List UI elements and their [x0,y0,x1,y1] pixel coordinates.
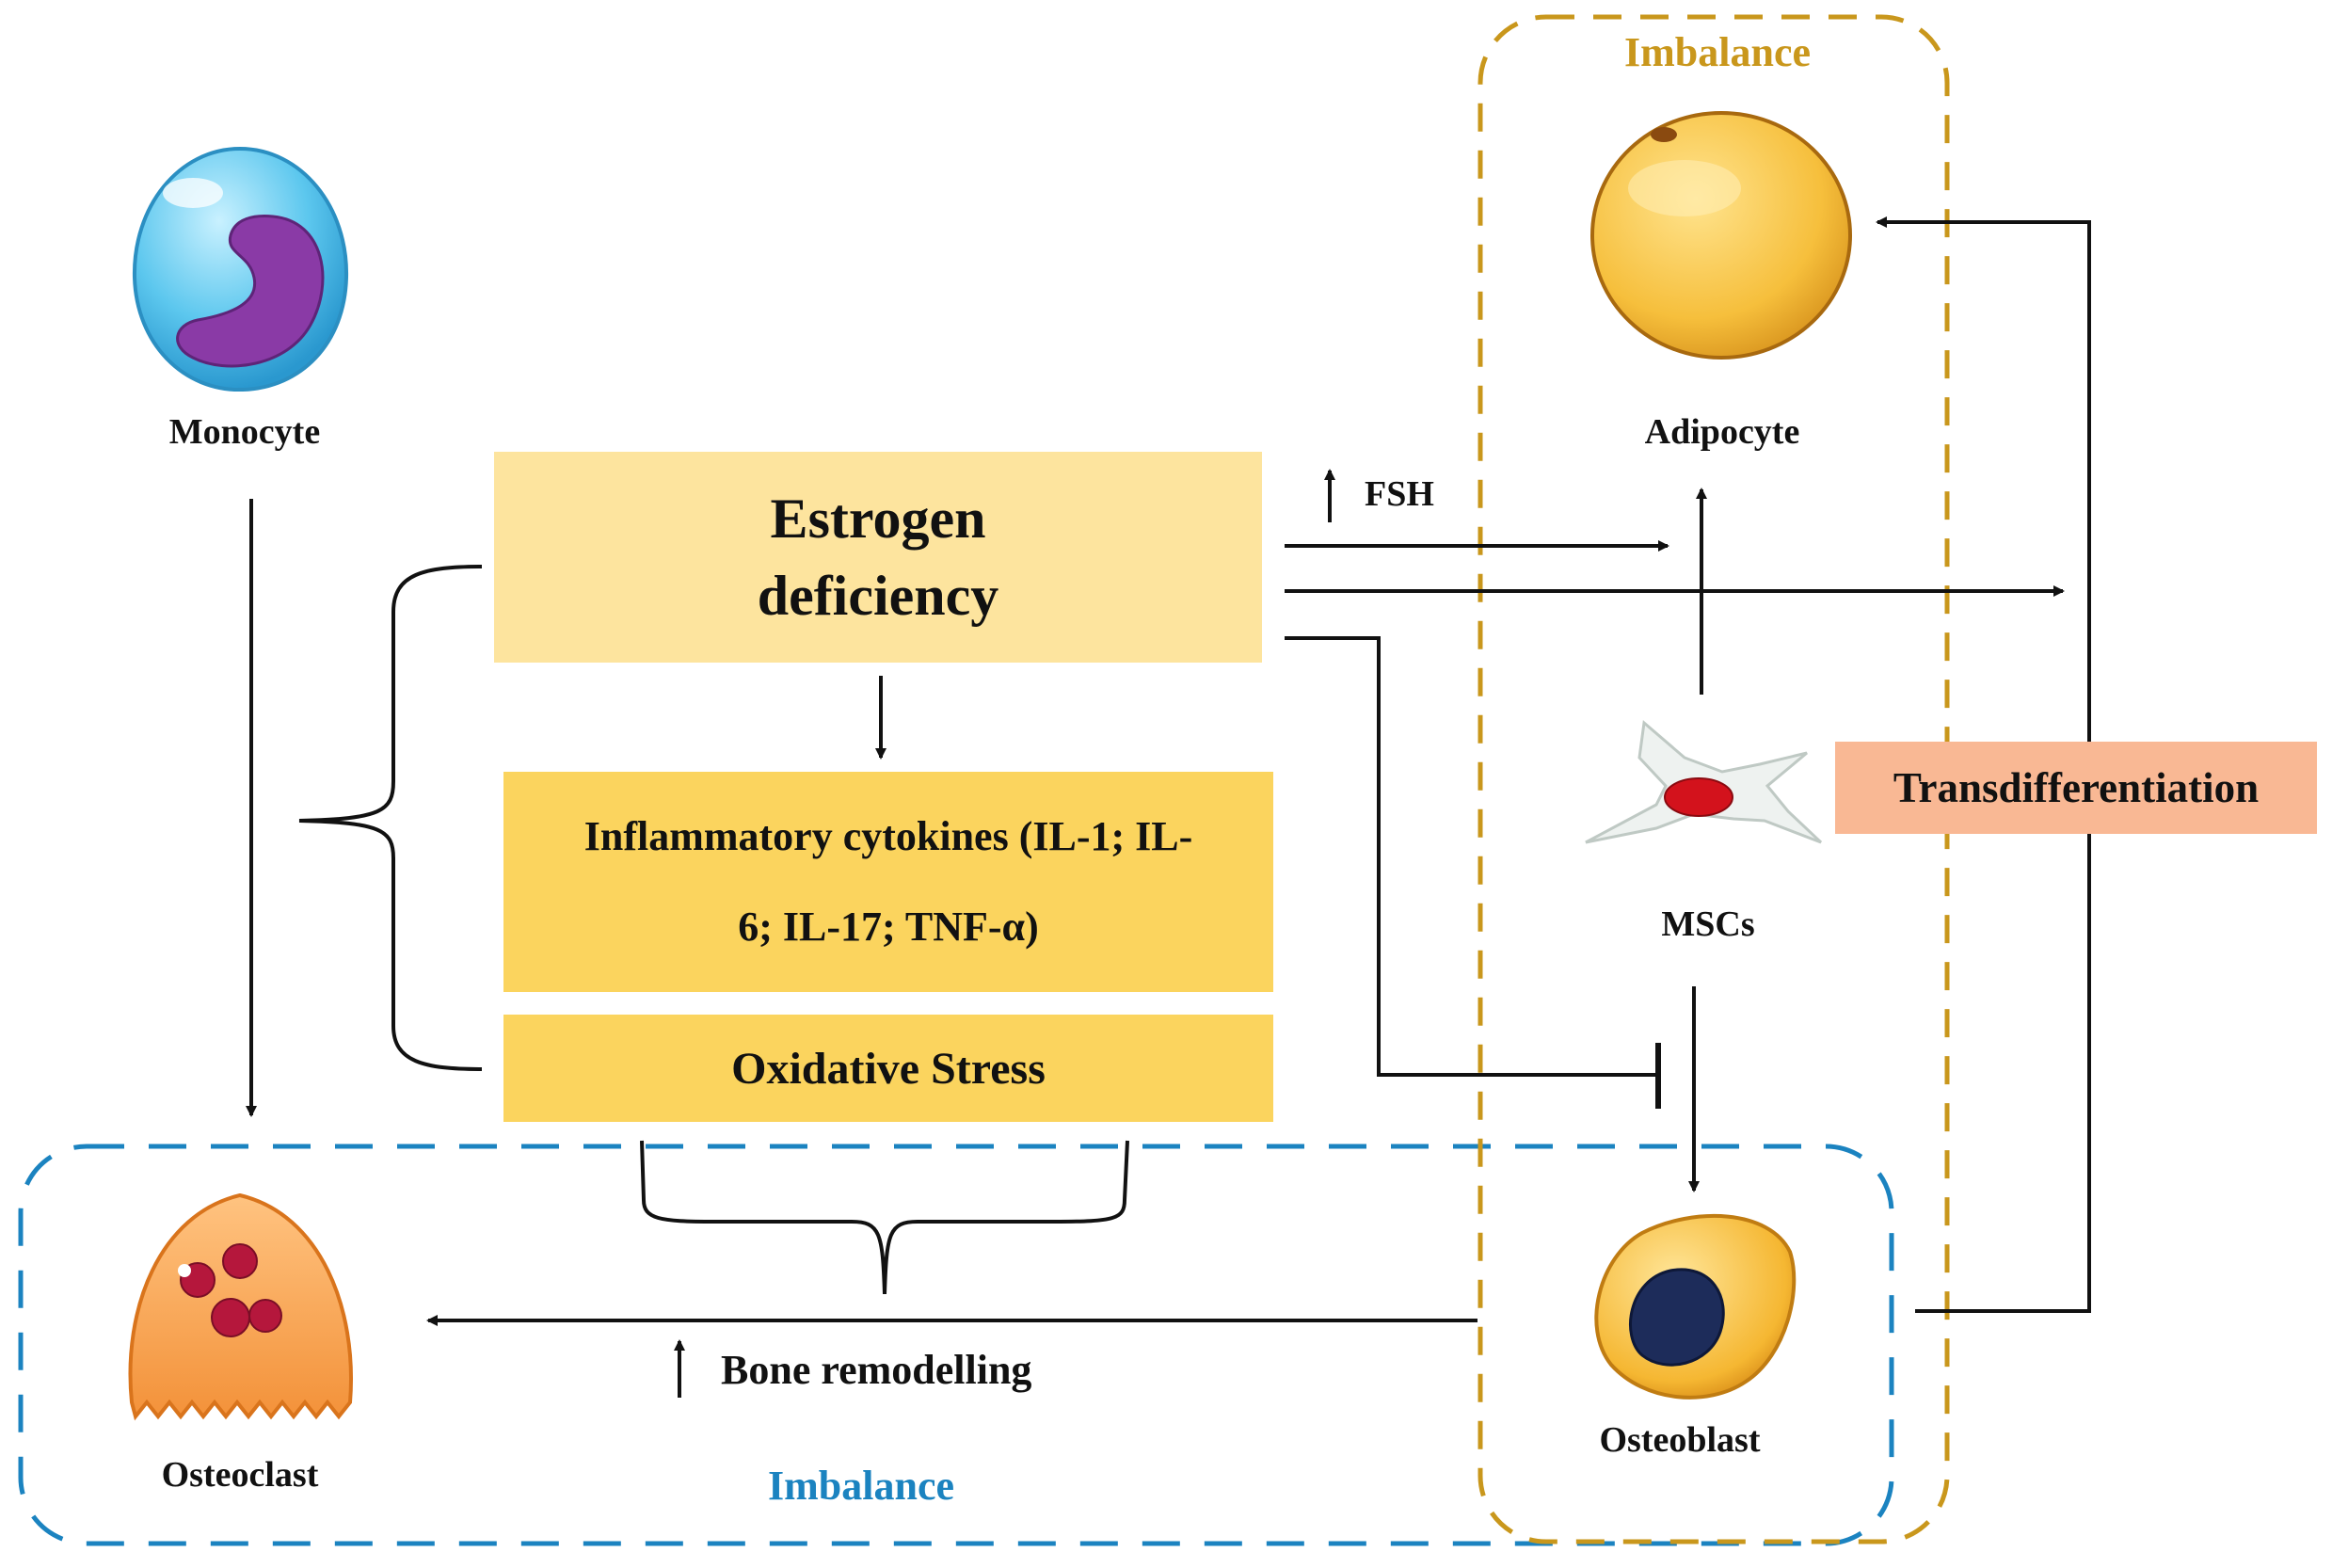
osteoclast-label: Osteoclast [161,1455,319,1495]
monocyte-cell-icon [132,146,349,392]
bottom-brace [640,1140,1129,1295]
cytokines-label-line1: Inflammatory cytokines (IL-1; IL- [583,813,1193,859]
mscs-label: MSCs [1661,904,1755,944]
osteoblast-cell-icon [1594,1213,1797,1400]
estrogen-label-line2: deficiency [757,565,999,627]
monocyte-label: Monocyte [168,412,321,452]
cytokines-label-line2: 6; IL-17; TNF-α) [738,904,1039,950]
inhibition-line-estrogen [1285,636,1658,1077]
imbalance-label-bottom: Imbalance [768,1463,954,1509]
imbalance-region-blue [18,1144,1894,1546]
osteoblast-label: Osteoblast [1599,1420,1761,1460]
oxidative-stress-box: Oxidative Stress [503,1015,1273,1122]
oxidative-stress-label: Oxidative Stress [731,1043,1046,1094]
adipocyte-label: Adipocyte [1644,412,1800,452]
imbalance-label-top: Imbalance [1624,29,1811,75]
adipocyte-cell-icon [1590,111,1852,360]
fsh-label: FSH [1365,474,1434,514]
bone-remodelling-label: Bone remodelling [721,1347,1032,1393]
msc-cell-icon [1585,720,1823,844]
estrogen-deficiency-box: Estrogen deficiency [494,452,1262,663]
inflammatory-cytokines-box: Inflammatory cytokines (IL-1; IL- 6; IL-… [503,772,1273,992]
estrogen-label-line1: Estrogen [770,488,986,550]
transdifferentiation-label: Transdifferentiation [1893,764,2260,811]
osteoclast-cell-icon [128,1192,353,1421]
left-brace [298,565,483,1071]
transdifferentiation-box: Transdifferentiation [1835,742,2317,834]
